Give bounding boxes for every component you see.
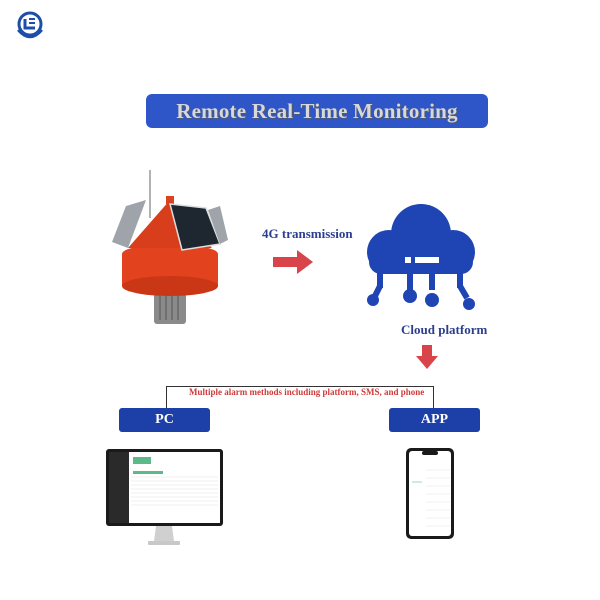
app-button[interactable]: APP xyxy=(389,408,480,432)
arrow-down-icon xyxy=(416,345,438,369)
transmission-label: 4G transmission xyxy=(262,226,353,241)
alarm-methods-label: Multiple alarm methods including platfor… xyxy=(189,387,425,397)
pc-button[interactable]: PC xyxy=(119,408,210,432)
cloud-platform-label: Cloud platform xyxy=(401,322,488,337)
page-title: Remote Real-Time Monitoring xyxy=(176,98,458,123)
arrow-right-icon xyxy=(273,250,313,274)
company-logo-icon xyxy=(17,11,43,39)
smartphone-icon xyxy=(406,448,454,539)
connector-bracket xyxy=(166,386,434,408)
pc-label: PC xyxy=(155,412,174,427)
title-banner: Remote Real-Time Monitoring xyxy=(146,94,488,128)
desktop-monitor-icon xyxy=(106,449,223,545)
cloud-network-icon xyxy=(367,204,475,310)
app-label: APP xyxy=(420,412,449,427)
solar-buoy-icon xyxy=(112,170,228,324)
